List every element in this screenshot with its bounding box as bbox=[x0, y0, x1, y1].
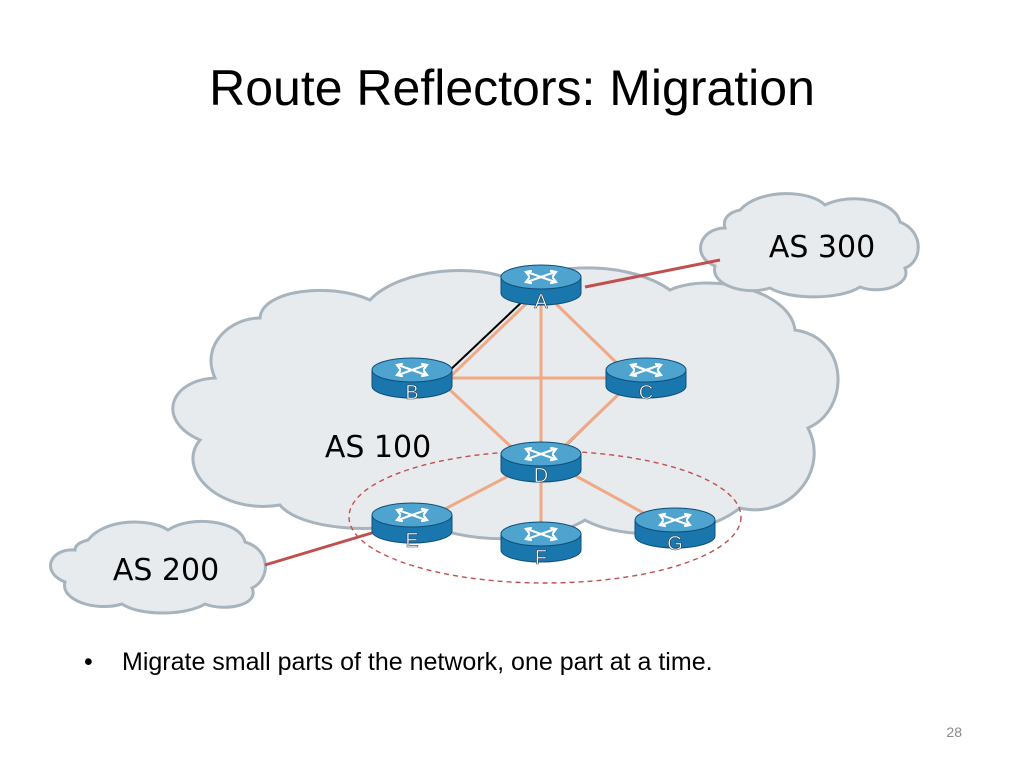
ebgp-link-a-as300 bbox=[584, 258, 721, 289]
router-d-label: D bbox=[534, 465, 548, 487]
as300-cloud bbox=[699, 192, 920, 299]
as100-cloud bbox=[171, 266, 840, 541]
router-d: D bbox=[499, 440, 583, 487]
router-c-label: C bbox=[639, 382, 653, 404]
router-b-label: B bbox=[405, 382, 418, 404]
ibgp-link-a-c bbox=[550, 298, 626, 372]
router-a-label: A bbox=[534, 291, 548, 313]
router-g: G bbox=[633, 506, 717, 555]
as200-cloud bbox=[49, 519, 267, 615]
bullet-item: • Migrate small parts of the network, on… bbox=[84, 648, 713, 677]
router-f: F bbox=[499, 520, 583, 569]
cluster-outline bbox=[348, 450, 742, 584]
as300-label: AS 300 bbox=[769, 230, 875, 265]
router-g-label: G bbox=[667, 533, 683, 555]
page-number: 28 bbox=[946, 724, 962, 740]
bullet-text: Migrate small parts of the network, one … bbox=[122, 648, 713, 676]
slide-title: Route Reflectors: Migration bbox=[209, 60, 815, 116]
physical-link-a-b bbox=[447, 299, 525, 373]
as100-label: AS 100 bbox=[325, 430, 431, 465]
as200-label: AS 200 bbox=[113, 553, 219, 588]
router-f-label: F bbox=[535, 547, 547, 569]
ibgp-link-b-d bbox=[448, 388, 522, 457]
router-c: C bbox=[604, 356, 688, 404]
ebgp-link-e-as200 bbox=[264, 530, 376, 567]
router-a: A bbox=[499, 263, 583, 313]
bullet-icon: • bbox=[84, 648, 93, 676]
router-e-label: E bbox=[405, 530, 418, 552]
ibgp-link-a-b bbox=[450, 298, 532, 377]
bullet-list: • Migrate small parts of the network, on… bbox=[84, 648, 713, 677]
router-b: B bbox=[370, 356, 454, 404]
router-e: E bbox=[370, 501, 454, 552]
